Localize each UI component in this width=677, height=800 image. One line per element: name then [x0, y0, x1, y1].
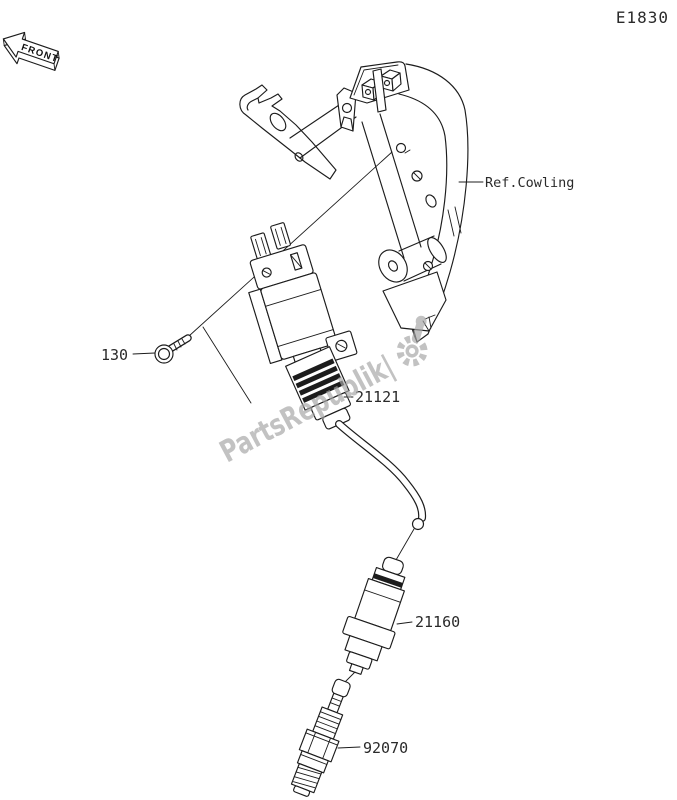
cowling-bracket-drawing	[239, 61, 469, 343]
front-arrow-marker: FRONT	[2, 31, 60, 71]
leader-line-130	[132, 352, 156, 355]
projection-line-branch	[202, 326, 252, 404]
spark-plug-drawing	[290, 678, 351, 797]
spark-plug-cap-drawing	[342, 556, 406, 675]
cap-to-plug-wire	[343, 671, 356, 684]
part-label-92070: 92070	[363, 739, 408, 757]
spark-plug-cable	[335, 420, 427, 561]
part-label-130: 130	[101, 346, 128, 364]
gear-logo-icon	[396, 315, 428, 367]
coil-boot-drawing	[285, 346, 351, 430]
leader-line-21160	[396, 621, 413, 625]
part-label-21121: 21121	[355, 388, 400, 406]
coil-mount-boss	[378, 235, 447, 332]
hook-flange	[239, 84, 337, 180]
ignition-coil-drawing	[248, 222, 358, 369]
part-label-21160: 21160	[415, 613, 460, 631]
bolt-130-drawing	[154, 334, 192, 364]
ref-cowling-label: Ref.Cowling	[485, 175, 574, 191]
drawing-code-label: E1830	[616, 8, 669, 27]
leader-line-92070	[337, 746, 361, 749]
mounting-rod	[259, 75, 293, 92]
inner-plate	[361, 68, 437, 259]
